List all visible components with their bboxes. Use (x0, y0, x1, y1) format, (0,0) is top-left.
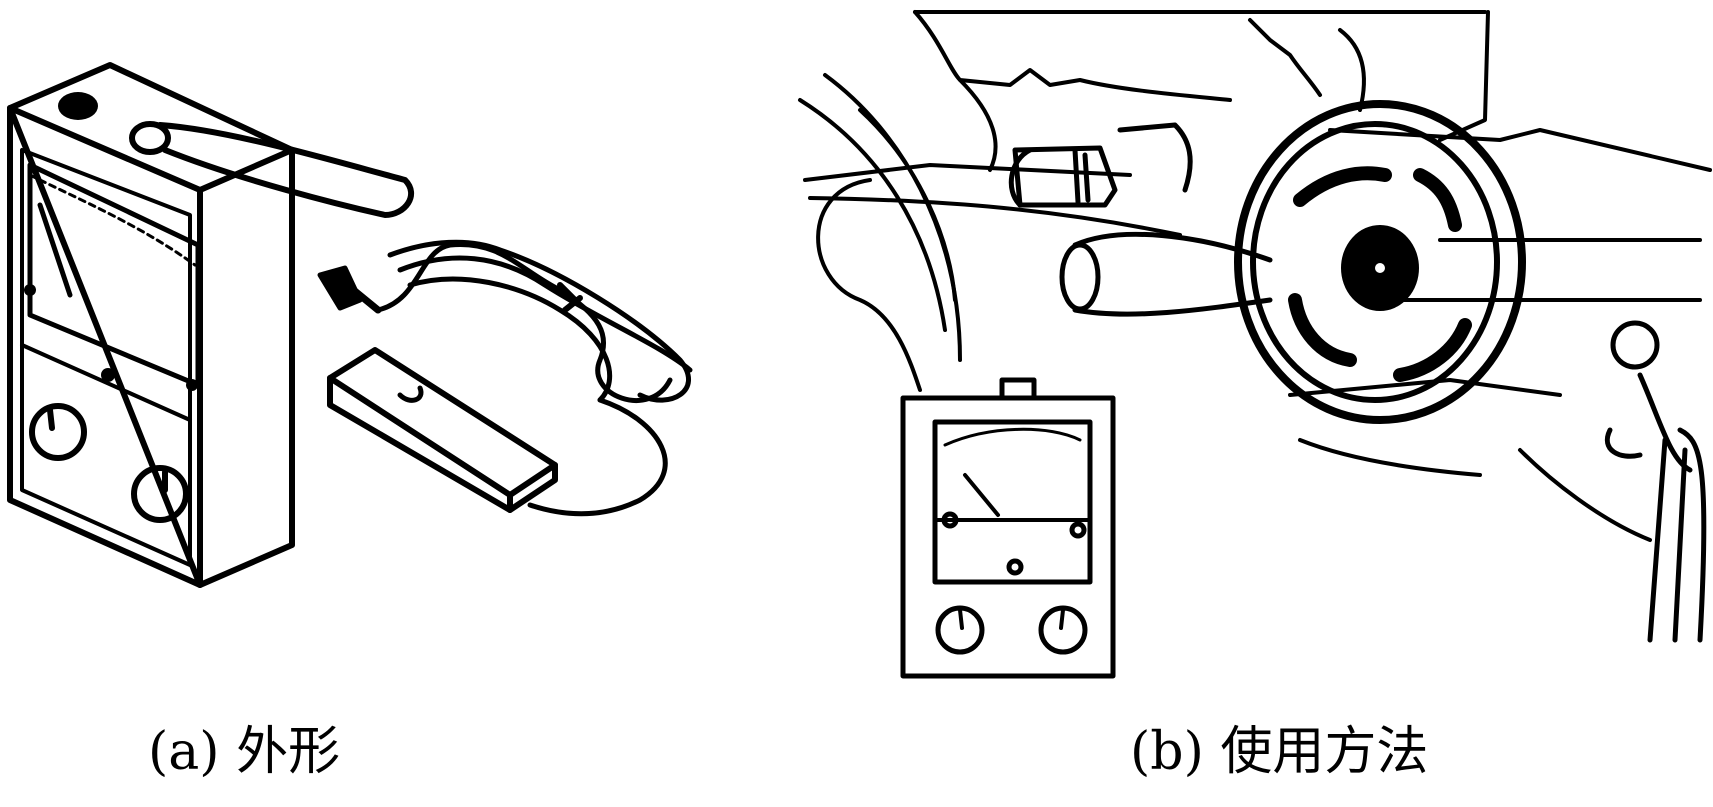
panel-b-illustration (798, 10, 1712, 679)
probe-on-shaft (1008, 122, 1193, 208)
sensor-plug (317, 265, 382, 314)
carry-strap (129, 121, 414, 218)
sensor-probe (327, 347, 558, 513)
coiled-cable (375, 239, 693, 517)
knob-left (29, 403, 87, 461)
tester-needle (963, 473, 1000, 517)
mounting-bracket (1604, 320, 1707, 643)
panel-a-illustration (7, 62, 693, 588)
dial-needle (37, 202, 73, 298)
wheel-arcs (798, 73, 962, 362)
knob-right (131, 465, 189, 523)
vehicle-frame (803, 10, 1712, 542)
tester-dial-window (27, 162, 201, 388)
caption-panel-b: (b) 使用方法 (1130, 722, 1429, 782)
tester-unit (900, 377, 1116, 679)
rotating-hub (1234, 100, 1526, 424)
probe-cable (816, 178, 922, 392)
indicator-lamp (58, 92, 98, 120)
caption-panel-a: (a) 外形 (148, 722, 341, 782)
